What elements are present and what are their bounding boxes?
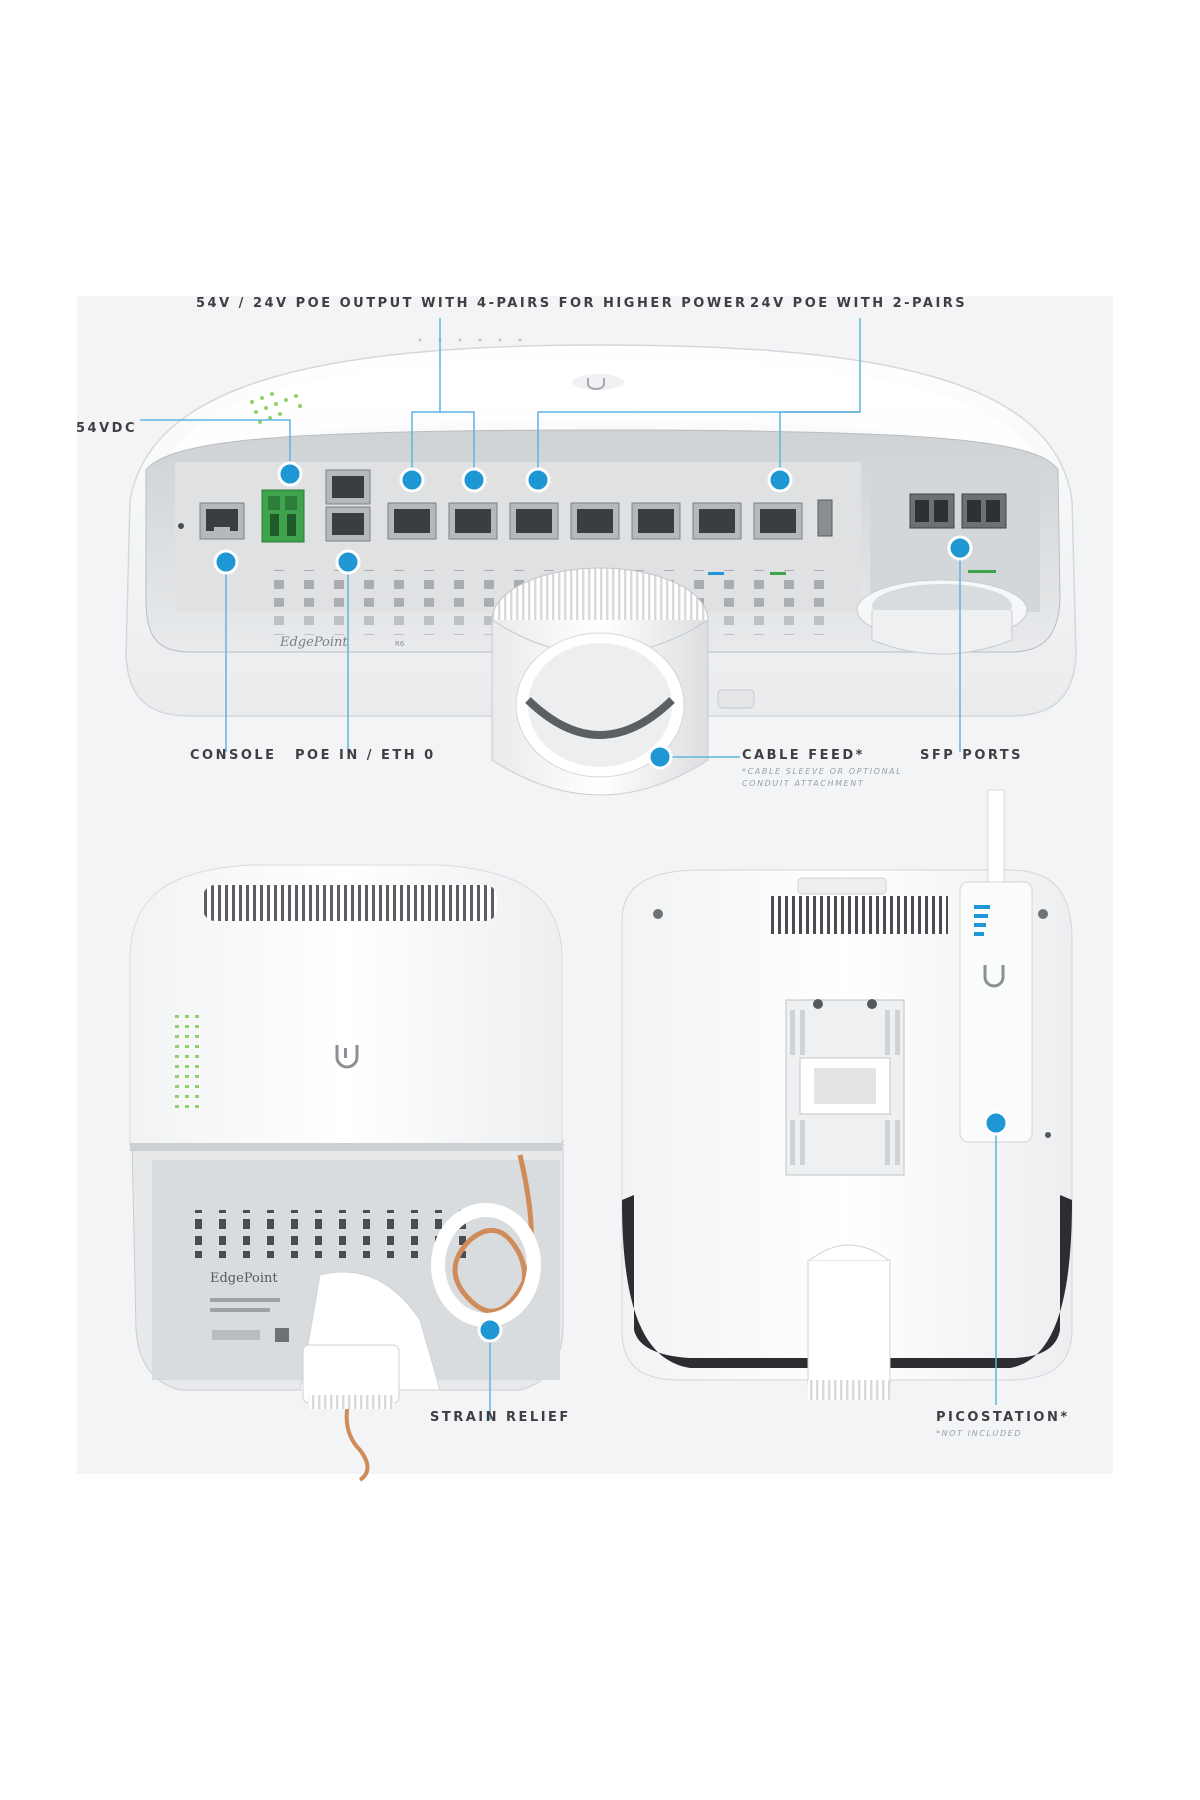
- back-grommet: [807, 1244, 891, 1400]
- bottom-right-device-back: [621, 789, 1073, 1400]
- picostation-note: *NOT INCLUDED: [936, 1429, 1023, 1438]
- rj45-port-row: [387, 502, 803, 540]
- lid-status-leds: [250, 392, 302, 424]
- product-model-label: EdgePoint: [279, 635, 348, 650]
- callout-cable-feed: CABLE FEED*: [742, 748, 865, 763]
- callout-sfp-ports: SFP PORTS: [920, 748, 1024, 763]
- callout-54vdc: 54VDC: [76, 421, 137, 436]
- small-cable-sleeve: [856, 579, 1028, 655]
- ubiquiti-logo-icon: [572, 374, 624, 390]
- console-port-icon: [199, 502, 245, 540]
- callout-strain-relief: STRAIN RELIEF: [430, 1410, 571, 1425]
- top-device-front-view: EdgePoint R6: [125, 338, 1077, 796]
- cable-feed-note-line2: CONDUIT ATTACHMENT: [742, 779, 865, 788]
- lower-model-label: EdgePoint: [210, 1271, 278, 1286]
- callout-dot-icon: [213, 461, 1009, 1343]
- cable-feed-ring: [491, 567, 709, 796]
- reset-button[interactable]: [178, 523, 184, 529]
- lid-dots: [418, 338, 522, 342]
- callout-poe-2pairs: 24V POE WITH 2-PAIRS: [750, 296, 968, 311]
- ubiquiti-logo-icon: [335, 1045, 359, 1069]
- leader-lines: [140, 318, 997, 1420]
- mounting-bracket: [785, 999, 905, 1176]
- strain-relief-grommet: [302, 1344, 400, 1409]
- bottom-left-device-open: EdgePoint: [129, 864, 564, 1482]
- cable-feed-note-line1: *CABLE SLEEVE OR OPTIONAL: [742, 767, 903, 776]
- callout-poe-4pairs: 54V / 24V POE OUTPUT WITH 4-PAIRS FOR HI…: [196, 296, 748, 311]
- callout-poe-in: POE IN / ETH 0: [295, 748, 436, 763]
- dc-terminal-block: [261, 489, 305, 543]
- status-led-grid: [175, 1015, 199, 1108]
- poe-in-port-stack: [325, 469, 371, 542]
- sfp-cage-icon: [909, 493, 1007, 529]
- picostation-radio: [959, 789, 1033, 1143]
- product-model-sub: R6: [395, 640, 405, 648]
- callout-picostation: PICOSTATION*: [936, 1410, 1070, 1425]
- callout-console: CONSOLE: [190, 748, 277, 763]
